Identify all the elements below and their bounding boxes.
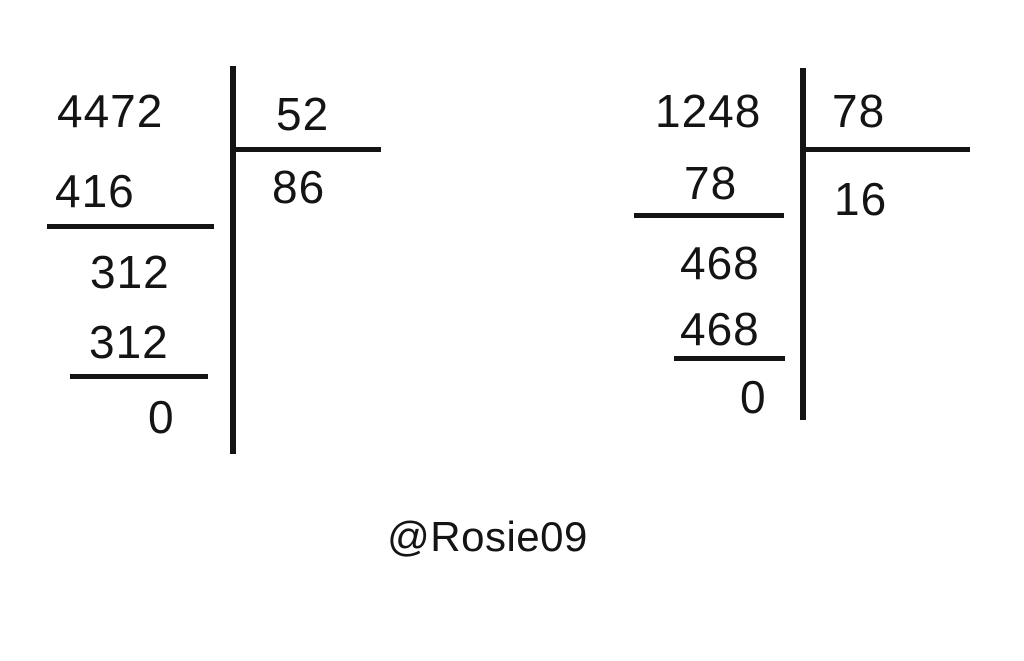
divisor: 52	[276, 88, 330, 140]
divisor: 78	[832, 85, 886, 137]
dividend: 4472	[57, 85, 164, 137]
step-subtrahend-1: 78	[684, 157, 738, 209]
step-subtrahend-1: 416	[55, 165, 135, 217]
quotient: 86	[272, 161, 326, 213]
step-remainder-1: 468	[680, 237, 760, 289]
subtraction-line-2	[674, 356, 785, 361]
final-remainder: 0	[740, 371, 767, 423]
subtraction-line-1	[47, 224, 214, 229]
final-remainder: 0	[148, 391, 175, 443]
dividend: 1248	[655, 85, 762, 137]
subtraction-line-2	[70, 374, 208, 379]
step-remainder-1: 312	[90, 246, 170, 298]
step-subtrahend-2: 312	[89, 316, 169, 368]
author-credit: @Rosie09	[387, 513, 588, 560]
division-vertical-bar	[800, 68, 806, 420]
subtraction-line-1	[634, 213, 784, 218]
quotient-bar	[803, 147, 970, 152]
quotient-bar	[233, 147, 381, 152]
step-subtrahend-2: 468	[680, 303, 760, 355]
division-vertical-bar	[230, 66, 236, 454]
quotient: 16	[834, 173, 888, 225]
